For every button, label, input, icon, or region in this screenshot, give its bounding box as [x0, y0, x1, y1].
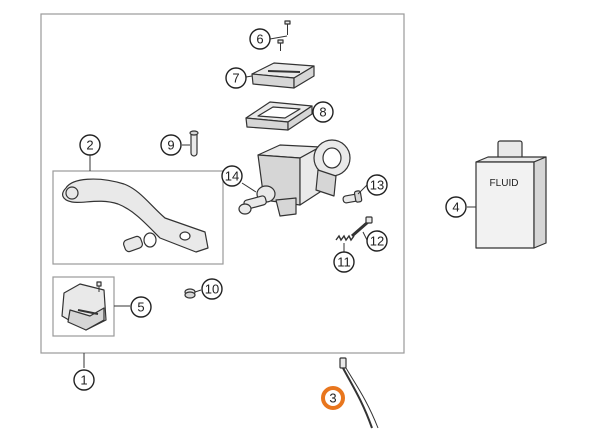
- svg-text:2: 2: [86, 138, 93, 153]
- part-14-master-cylinder: [238, 139, 351, 217]
- callout-3[interactable]: 3: [321, 386, 345, 410]
- leader-7: [245, 75, 253, 78]
- svg-text:11: 11: [337, 255, 351, 270]
- callout-5[interactable]: 5: [130, 296, 152, 318]
- callout-9[interactable]: 9: [160, 134, 182, 156]
- svg-text:14: 14: [225, 169, 239, 184]
- callout-13[interactable]: 13: [366, 174, 388, 196]
- leader-6: [269, 35, 288, 40]
- callout-2[interactable]: 2: [79, 134, 101, 156]
- part-12-screw: [351, 216, 373, 238]
- callout-4[interactable]: 4: [445, 196, 467, 218]
- svg-text:1: 1: [80, 373, 87, 388]
- callout-14[interactable]: 14: [221, 165, 243, 187]
- svg-text:3: 3: [329, 391, 336, 406]
- part-13-bolt: [342, 190, 363, 204]
- svg-text:10: 10: [205, 282, 219, 297]
- part-7-cap: [251, 62, 315, 89]
- callout-1[interactable]: 1: [73, 369, 95, 391]
- leader-10: [194, 289, 202, 293]
- part-5-cover-group: [52, 276, 130, 337]
- svg-text:13: 13: [370, 178, 384, 193]
- part-6-screws: [277, 20, 291, 51]
- part-10-clip: [184, 288, 196, 299]
- svg-text:6: 6: [256, 32, 263, 47]
- part-8-gasket: [245, 101, 313, 131]
- callout-7[interactable]: 7: [225, 67, 247, 89]
- callout-12[interactable]: 12: [366, 230, 388, 252]
- part-11-spring: [335, 234, 355, 242]
- part-9-pin: [189, 130, 199, 157]
- part-4-fluid-bottle: FLUID: [475, 140, 547, 249]
- svg-text:12: 12: [370, 234, 384, 249]
- svg-text:9: 9: [167, 138, 174, 153]
- leader-14: [241, 182, 257, 193]
- fluid-label: FLUID: [490, 178, 519, 189]
- leader-12: [362, 231, 368, 241]
- callout-8[interactable]: 8: [312, 101, 334, 123]
- svg-text:8: 8: [319, 105, 326, 120]
- part-2-lever-group: [52, 155, 224, 265]
- callout-10[interactable]: 10: [201, 278, 223, 300]
- part-3-brake-line: [339, 357, 379, 429]
- svg-text:5: 5: [137, 300, 144, 315]
- svg-text:4: 4: [452, 200, 459, 215]
- leader-13: [357, 184, 368, 195]
- callout-6[interactable]: 6: [249, 28, 271, 50]
- callout-11[interactable]: 11: [333, 251, 355, 273]
- assembly-frame: [40, 13, 405, 354]
- svg-text:7: 7: [232, 71, 239, 86]
